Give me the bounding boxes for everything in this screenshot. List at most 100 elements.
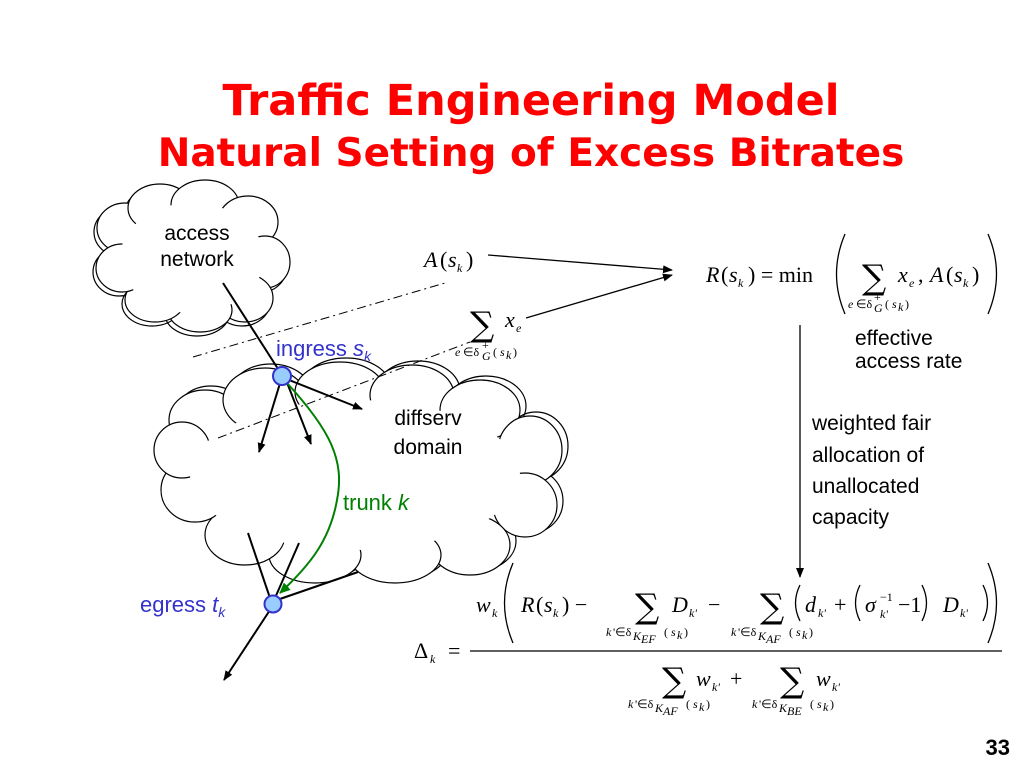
svg-text:(: (	[664, 625, 668, 639]
svg-text:): )	[830, 697, 834, 711]
svg-text:s: s	[544, 592, 553, 617]
svg-text:(: (	[686, 697, 690, 711]
svg-text:k': k'	[818, 606, 826, 620]
svg-text:k: k	[430, 652, 436, 666]
svg-text:k: k	[628, 697, 634, 711]
svg-text:): )	[513, 345, 517, 359]
svg-text:k': k'	[689, 606, 697, 620]
svg-text:x: x	[504, 307, 515, 332]
svg-text:): )	[706, 697, 710, 711]
weighted-label-line1: weighted fair	[811, 412, 931, 435]
svg-text:s: s	[729, 262, 738, 287]
svg-text:k: k	[752, 697, 758, 711]
svg-text:+: +	[730, 666, 742, 691]
access-network-label-line1: access	[164, 222, 229, 245]
svg-text:'∈δ: '∈δ	[613, 625, 632, 639]
svg-text:(: (	[810, 697, 814, 711]
svg-text:R: R	[705, 262, 720, 287]
svg-text:k': k'	[712, 680, 720, 694]
svg-text:K: K	[654, 701, 664, 715]
svg-text:): )	[972, 262, 979, 287]
svg-text:s: s	[796, 625, 801, 639]
svg-text:d: d	[805, 592, 817, 617]
svg-text:(: (	[536, 592, 543, 617]
svg-text:K: K	[757, 629, 767, 643]
ingress-label: ingress sk	[276, 336, 372, 364]
weighted-label-line3: unallocated	[812, 475, 919, 498]
svg-text:AF: AF	[662, 704, 678, 718]
svg-text:e: e	[455, 345, 461, 359]
diffserv-domain-cloud	[153, 357, 569, 584]
svg-text:−: −	[708, 592, 720, 617]
svg-text:,: ,	[918, 262, 924, 287]
effective-rate-label-line1: effective	[855, 327, 933, 350]
svg-text:s: s	[817, 697, 822, 711]
svg-text:s: s	[671, 625, 676, 639]
svg-text:∑: ∑	[635, 587, 659, 627]
svg-text:(: (	[440, 247, 447, 272]
svg-text:K: K	[632, 629, 642, 643]
access-boundary-line	[192, 282, 446, 358]
svg-text:s: s	[954, 262, 963, 287]
slide-subtitle: Natural Setting of Excess Bitrates	[158, 131, 905, 176]
diffserv-boundary-line	[217, 341, 471, 439]
svg-text:'∈δ: '∈δ	[738, 625, 757, 639]
svg-text:k: k	[731, 625, 737, 639]
svg-text:w: w	[696, 666, 711, 691]
weighted-label-line2: allocation of	[812, 444, 924, 467]
svg-text:∑: ∑	[760, 587, 784, 627]
svg-text:(: (	[946, 262, 953, 287]
svg-text:−1: −1	[880, 590, 893, 604]
svg-text:s: s	[693, 697, 698, 711]
diffserv-label-line2: domain	[394, 436, 463, 459]
svg-text:∑: ∑	[862, 258, 886, 298]
svg-text:AF: AF	[765, 632, 781, 646]
svg-text:D: D	[671, 592, 688, 617]
svg-text:∈δ: ∈δ	[856, 297, 872, 311]
svg-text:e: e	[909, 276, 915, 290]
svg-text:) −: ) −	[562, 592, 587, 617]
svg-text:k': k'	[960, 606, 968, 620]
svg-text:k: k	[823, 700, 829, 714]
svg-text:(: (	[789, 625, 793, 639]
effective-access-rate-formula: R ( s k ) = min ∑ x e , A ( s k ) e ∈δ G…	[705, 233, 998, 315]
svg-text:EF: EF	[640, 632, 656, 646]
svg-text:G: G	[482, 349, 491, 363]
svg-text:∈δ: ∈δ	[463, 345, 479, 359]
svg-text:s: s	[892, 297, 897, 311]
effective-rate-label-line2: access rate	[855, 350, 962, 373]
svg-text:(: (	[493, 345, 497, 359]
svg-text:K: K	[778, 701, 788, 715]
page-number: 33	[986, 735, 1010, 760]
access-network-cloud	[92, 179, 291, 337]
access-network-label-line2: network	[160, 248, 234, 271]
svg-text:k: k	[553, 606, 559, 620]
svg-text:(: (	[721, 262, 728, 287]
access-rate-term: A ( s k )	[422, 247, 473, 275]
svg-text:G: G	[874, 301, 883, 315]
slide-title: Traffic Engineering Model	[222, 76, 839, 126]
svg-text:): )	[466, 247, 473, 272]
svg-text:'∈δ: '∈δ	[635, 697, 654, 711]
svg-text:w: w	[816, 666, 831, 691]
diffserv-label-line1: diffserv	[394, 407, 462, 430]
svg-text:BE: BE	[787, 704, 802, 718]
svg-text:k: k	[492, 606, 498, 620]
svg-text:e: e	[848, 297, 854, 311]
svg-text:): )	[905, 297, 909, 311]
trunk-path	[279, 382, 341, 594]
svg-text:∑: ∑	[470, 305, 494, 345]
svg-text:k: k	[898, 300, 904, 314]
svg-text:∑: ∑	[662, 661, 686, 701]
svg-text:R: R	[520, 592, 535, 617]
svg-text:Δ: Δ	[414, 638, 428, 663]
svg-text:k: k	[606, 625, 612, 639]
svg-text:=: =	[448, 638, 460, 663]
svg-text:x: x	[897, 262, 908, 287]
svg-text:k': k'	[832, 680, 840, 694]
svg-text:k: k	[699, 700, 705, 714]
weighted-label-line4: capacity	[812, 506, 890, 529]
svg-text:k: k	[738, 276, 744, 290]
ingress-links	[222, 282, 363, 453]
